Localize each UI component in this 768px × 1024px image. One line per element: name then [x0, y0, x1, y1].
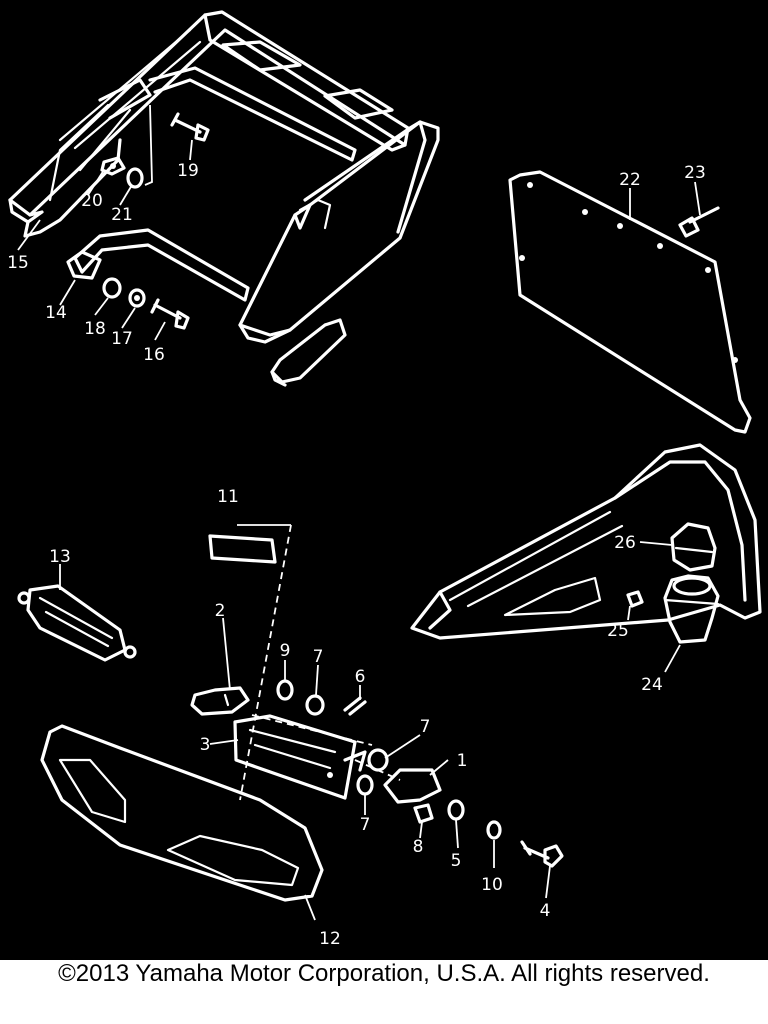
callout-26: 26 [614, 533, 636, 553]
center-hardware [190, 524, 564, 868]
part-22-panel [508, 170, 752, 434]
callout-4: 4 [540, 901, 551, 921]
callout-7-right: 7 [420, 717, 431, 737]
callout-23: 23 [684, 163, 706, 183]
copyright-notice: ©2013 Yamaha Motor Corporation, U.S.A. A… [58, 960, 710, 987]
callout-12: 12 [319, 929, 341, 949]
callout-7-top: 7 [313, 647, 324, 667]
callout-3: 3 [200, 735, 211, 755]
exploded-view-drawing: 15 14 20 21 19 18 17 16 22 23 26 25 24 1… [7, 10, 762, 949]
callout-15: 15 [7, 253, 29, 273]
callout-19: 19 [177, 161, 199, 181]
part-13-latch [17, 584, 137, 662]
callout-13: 13 [49, 547, 71, 567]
callout-24: 24 [641, 675, 663, 695]
part-14-tube-bracket [66, 228, 347, 387]
callout-7-bottom: 7 [360, 815, 371, 835]
parts-diagram: 15 14 20 21 19 18 17 16 22 23 26 25 24 1… [0, 0, 768, 960]
callout-6: 6 [355, 667, 366, 687]
callout-2: 2 [215, 601, 226, 621]
callout-22: 22 [619, 170, 641, 190]
callout-10: 10 [481, 875, 503, 895]
callout-25: 25 [607, 621, 629, 641]
part-12-bezel [40, 724, 324, 902]
callout-1: 1 [457, 751, 468, 771]
callout-11: 11 [217, 487, 239, 507]
side-cowl-assembly [410, 443, 762, 644]
callout-20: 20 [81, 191, 103, 211]
part-23-screw [678, 206, 720, 238]
callout-16: 16 [143, 345, 165, 365]
callout-labels: 15 14 20 21 19 18 17 16 22 23 26 25 24 1… [7, 161, 706, 949]
callout-8: 8 [413, 837, 424, 857]
callout-17: 17 [111, 329, 133, 349]
leader-lines [17, 139, 701, 921]
callout-21: 21 [111, 205, 133, 225]
callout-9: 9 [280, 641, 291, 661]
hardware-upper [100, 104, 210, 330]
callout-14: 14 [45, 303, 67, 323]
callout-18: 18 [84, 319, 106, 339]
part-15-side-panel [238, 120, 440, 344]
part-11-strip [208, 534, 277, 564]
part-15-upper-frame [8, 10, 410, 238]
callout-5: 5 [451, 851, 462, 871]
